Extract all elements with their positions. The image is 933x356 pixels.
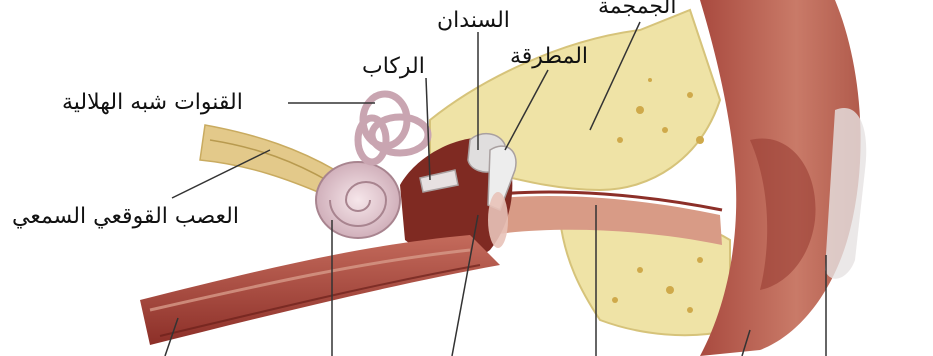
label-incus: السندان: [437, 8, 510, 34]
label-skull: الجمجمة: [598, 0, 676, 20]
semicircular-canals-shape: [358, 94, 428, 162]
eardrum: [488, 192, 508, 248]
label-malleus: المطرقة: [510, 44, 588, 70]
label-semicircular-canals: القنوات شبه الهلالية: [62, 90, 243, 116]
auditory-nerve: [200, 125, 335, 195]
label-stapes: الركاب: [362, 54, 425, 80]
label-cochlear-nerve: العصب القوقعي السمعي: [12, 204, 239, 230]
